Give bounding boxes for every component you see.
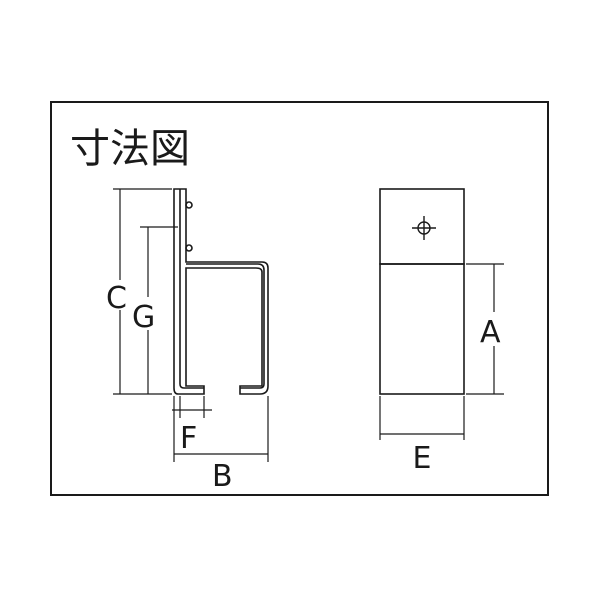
dimension-g	[140, 226, 178, 394]
front-plate-lower	[379, 263, 465, 395]
front-plate-upper	[379, 188, 465, 265]
dimension-label-b: B	[212, 459, 233, 494]
dimension-label-g: G	[132, 300, 155, 335]
screw-nub-icon	[185, 201, 193, 209]
drawing-border	[50, 101, 549, 496]
bracket-front-view	[379, 188, 465, 395]
dimension-b	[173, 396, 269, 462]
screw-nub-icon	[185, 244, 193, 252]
dimension-c	[113, 188, 172, 395]
bracket-inner-fold	[186, 263, 265, 389]
bracket-outer-contour	[173, 188, 269, 395]
dimension-label-e: E	[413, 441, 432, 476]
bracket-side-view	[173, 188, 269, 395]
dimension-e	[379, 396, 465, 440]
dimension-label-a: A	[480, 315, 501, 350]
dimension-label-f: F	[180, 421, 197, 456]
dimension-f	[172, 396, 212, 418]
drawing-title: 寸法図	[70, 126, 190, 172]
bracket-inner-contour	[179, 189, 204, 389]
dimension-label-c: C	[106, 281, 127, 316]
hole-crosshair-icon	[412, 216, 436, 240]
dimension-a	[466, 263, 504, 395]
